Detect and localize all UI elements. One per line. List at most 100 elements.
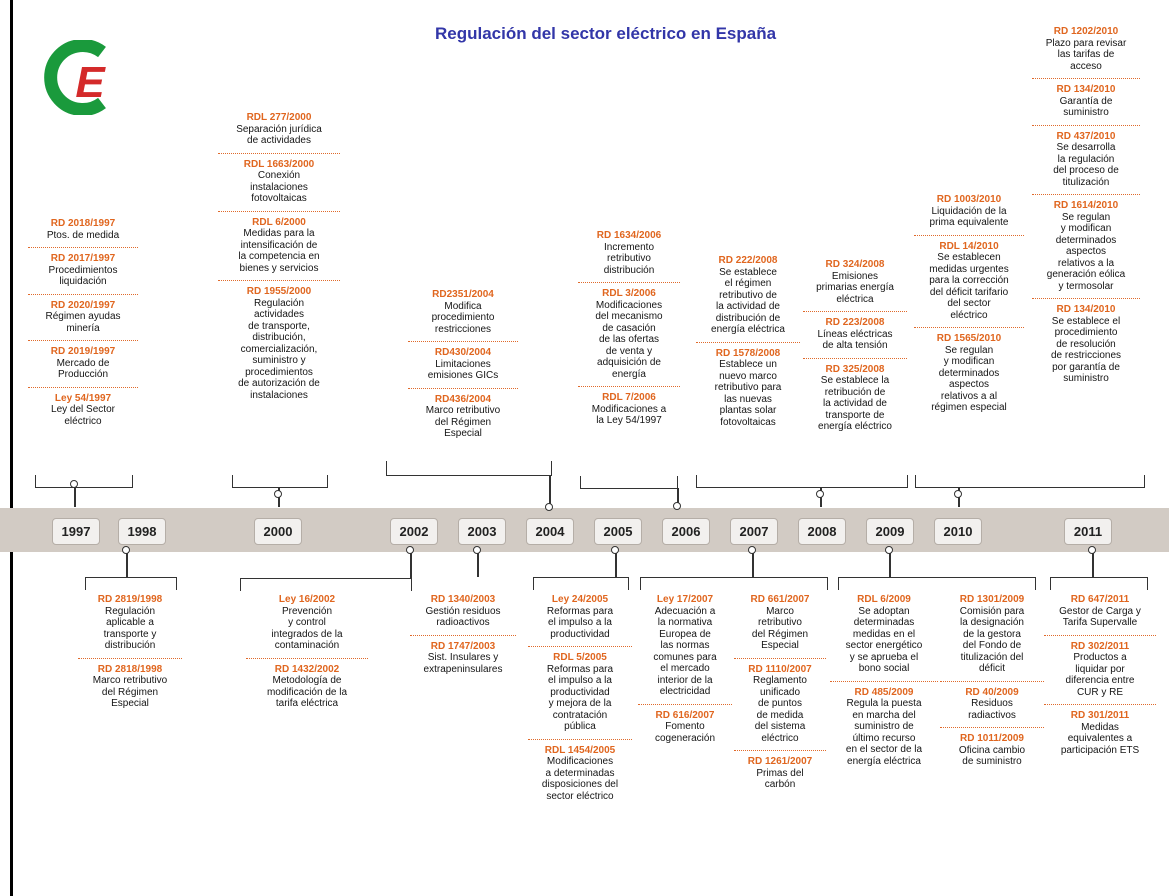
regulation-code: RD 134/2010 — [1056, 304, 1116, 315]
node-2000 — [274, 490, 282, 498]
regulation-description: Fomento cogeneración — [654, 721, 716, 744]
regulation-code: RD 1003/2010 — [936, 194, 1002, 205]
regulation-description: Mercado de Producción — [56, 357, 110, 381]
regulation-code: RDL 5/2005 — [553, 652, 607, 663]
regulation-description: Limitaciones emisiones GICs — [427, 358, 499, 382]
year-2011: 2011 — [1064, 518, 1112, 545]
regulation-code: RDL 277/2000 — [246, 112, 312, 123]
stem-2003 — [477, 552, 479, 577]
year-2010: 2010 — [934, 518, 982, 545]
bracket-2000 — [232, 475, 328, 488]
regulation-code: RD 2020/1997 — [50, 299, 116, 311]
regulation-description: Gestor de Carga y Tarifa Supervalle — [1059, 605, 1141, 629]
regulation-code: RD 1011/2009 — [960, 733, 1024, 744]
node-2005 — [611, 546, 619, 554]
regulation-code: RDL 7/2006 — [602, 392, 656, 403]
regulation-code: Ley 16/2002 — [278, 594, 336, 605]
regulation-code: RD 1634/2006 — [596, 230, 662, 241]
year-2000: 2000 — [254, 518, 302, 545]
regulation-description: Incremento retributivo distribución — [603, 241, 655, 276]
regulation-code: RD 324/2008 — [825, 259, 885, 270]
regulation-code: RD 616/2007 — [655, 709, 715, 721]
regulation-description: Garantía de suministro — [1059, 95, 1113, 119]
year-2004: 2004 — [526, 518, 574, 545]
bracket-2004 — [386, 461, 552, 476]
regulation-description: Se establece el régimen retributivo de l… — [711, 266, 785, 336]
logo-letter: E — [75, 58, 106, 107]
regulation-code: RD 647/2011 — [1070, 594, 1130, 605]
regulation-description: Separación jurídica de actividades — [236, 123, 322, 147]
regulation-description: Se regulan y modifican determinados aspe… — [931, 344, 1007, 414]
regulation-code: RD 222/2008 — [718, 255, 778, 266]
regulation-description: Sist. Insulares y extrapeninsulares — [423, 652, 503, 675]
page-title: Regulación del sector eléctrico en Españ… — [435, 24, 777, 43]
year-2003: 2003 — [458, 518, 506, 545]
year-2007: 2007 — [730, 518, 778, 545]
node-2008 — [816, 490, 824, 498]
regulation-description: Líneas eléctricas de alta tensión — [817, 328, 893, 352]
regulation-code: RD 301/2011 — [1070, 710, 1130, 721]
regulation-code: RDL 1454/2005 — [544, 744, 616, 756]
year-2009: 2009 — [866, 518, 914, 545]
stem-2007 — [752, 552, 754, 577]
regulation-description: Se establece el procedimiento de resoluc… — [1050, 315, 1122, 385]
node-2003 — [473, 546, 481, 554]
regulation-description: Procedimientos liquidación — [48, 264, 118, 288]
node-2002 — [406, 546, 414, 554]
stem-2006 — [677, 488, 679, 507]
regulation-description: Medidas para la intensificación de la co… — [238, 228, 320, 274]
stem-2005 — [615, 552, 617, 577]
regulation-code: RD 437/2010 — [1056, 130, 1116, 142]
regulation-code: RD 1747/2003 — [430, 640, 496, 652]
regulation-code: Ley 54/1997 — [54, 392, 112, 404]
regulation-code: RDL 6/2000 — [252, 216, 306, 228]
node-2010 — [954, 490, 962, 498]
regulation-description: Conexión instalaciones fotovoltaicas — [250, 170, 308, 204]
regulation-description: Regulación actividades de transporte, di… — [238, 297, 320, 401]
regulation-description: Régimen ayudas minería — [45, 311, 121, 334]
regulation-description: Marco retributivo del Régimen Especial — [92, 675, 168, 709]
regulation-code: RDL 1663/2000 — [243, 158, 315, 170]
regulation-code: RD 2819/1998 — [97, 594, 163, 605]
regulation-code: RD 2018/1997 — [50, 218, 116, 229]
regulation-code: RD436/2004 — [434, 393, 492, 405]
regulation-description: Reglamento unificado de puntos de medida… — [753, 675, 807, 744]
regulation-description: Metodología de modificación de la tarifa… — [266, 675, 348, 709]
regulation-description: Ptos. de medida — [46, 229, 120, 241]
regulation-code: RD 1261/2007 — [747, 756, 813, 767]
regulation-code: RD 1340/2003 — [430, 594, 496, 605]
regulation-code: RD 661/2007 — [750, 594, 810, 605]
